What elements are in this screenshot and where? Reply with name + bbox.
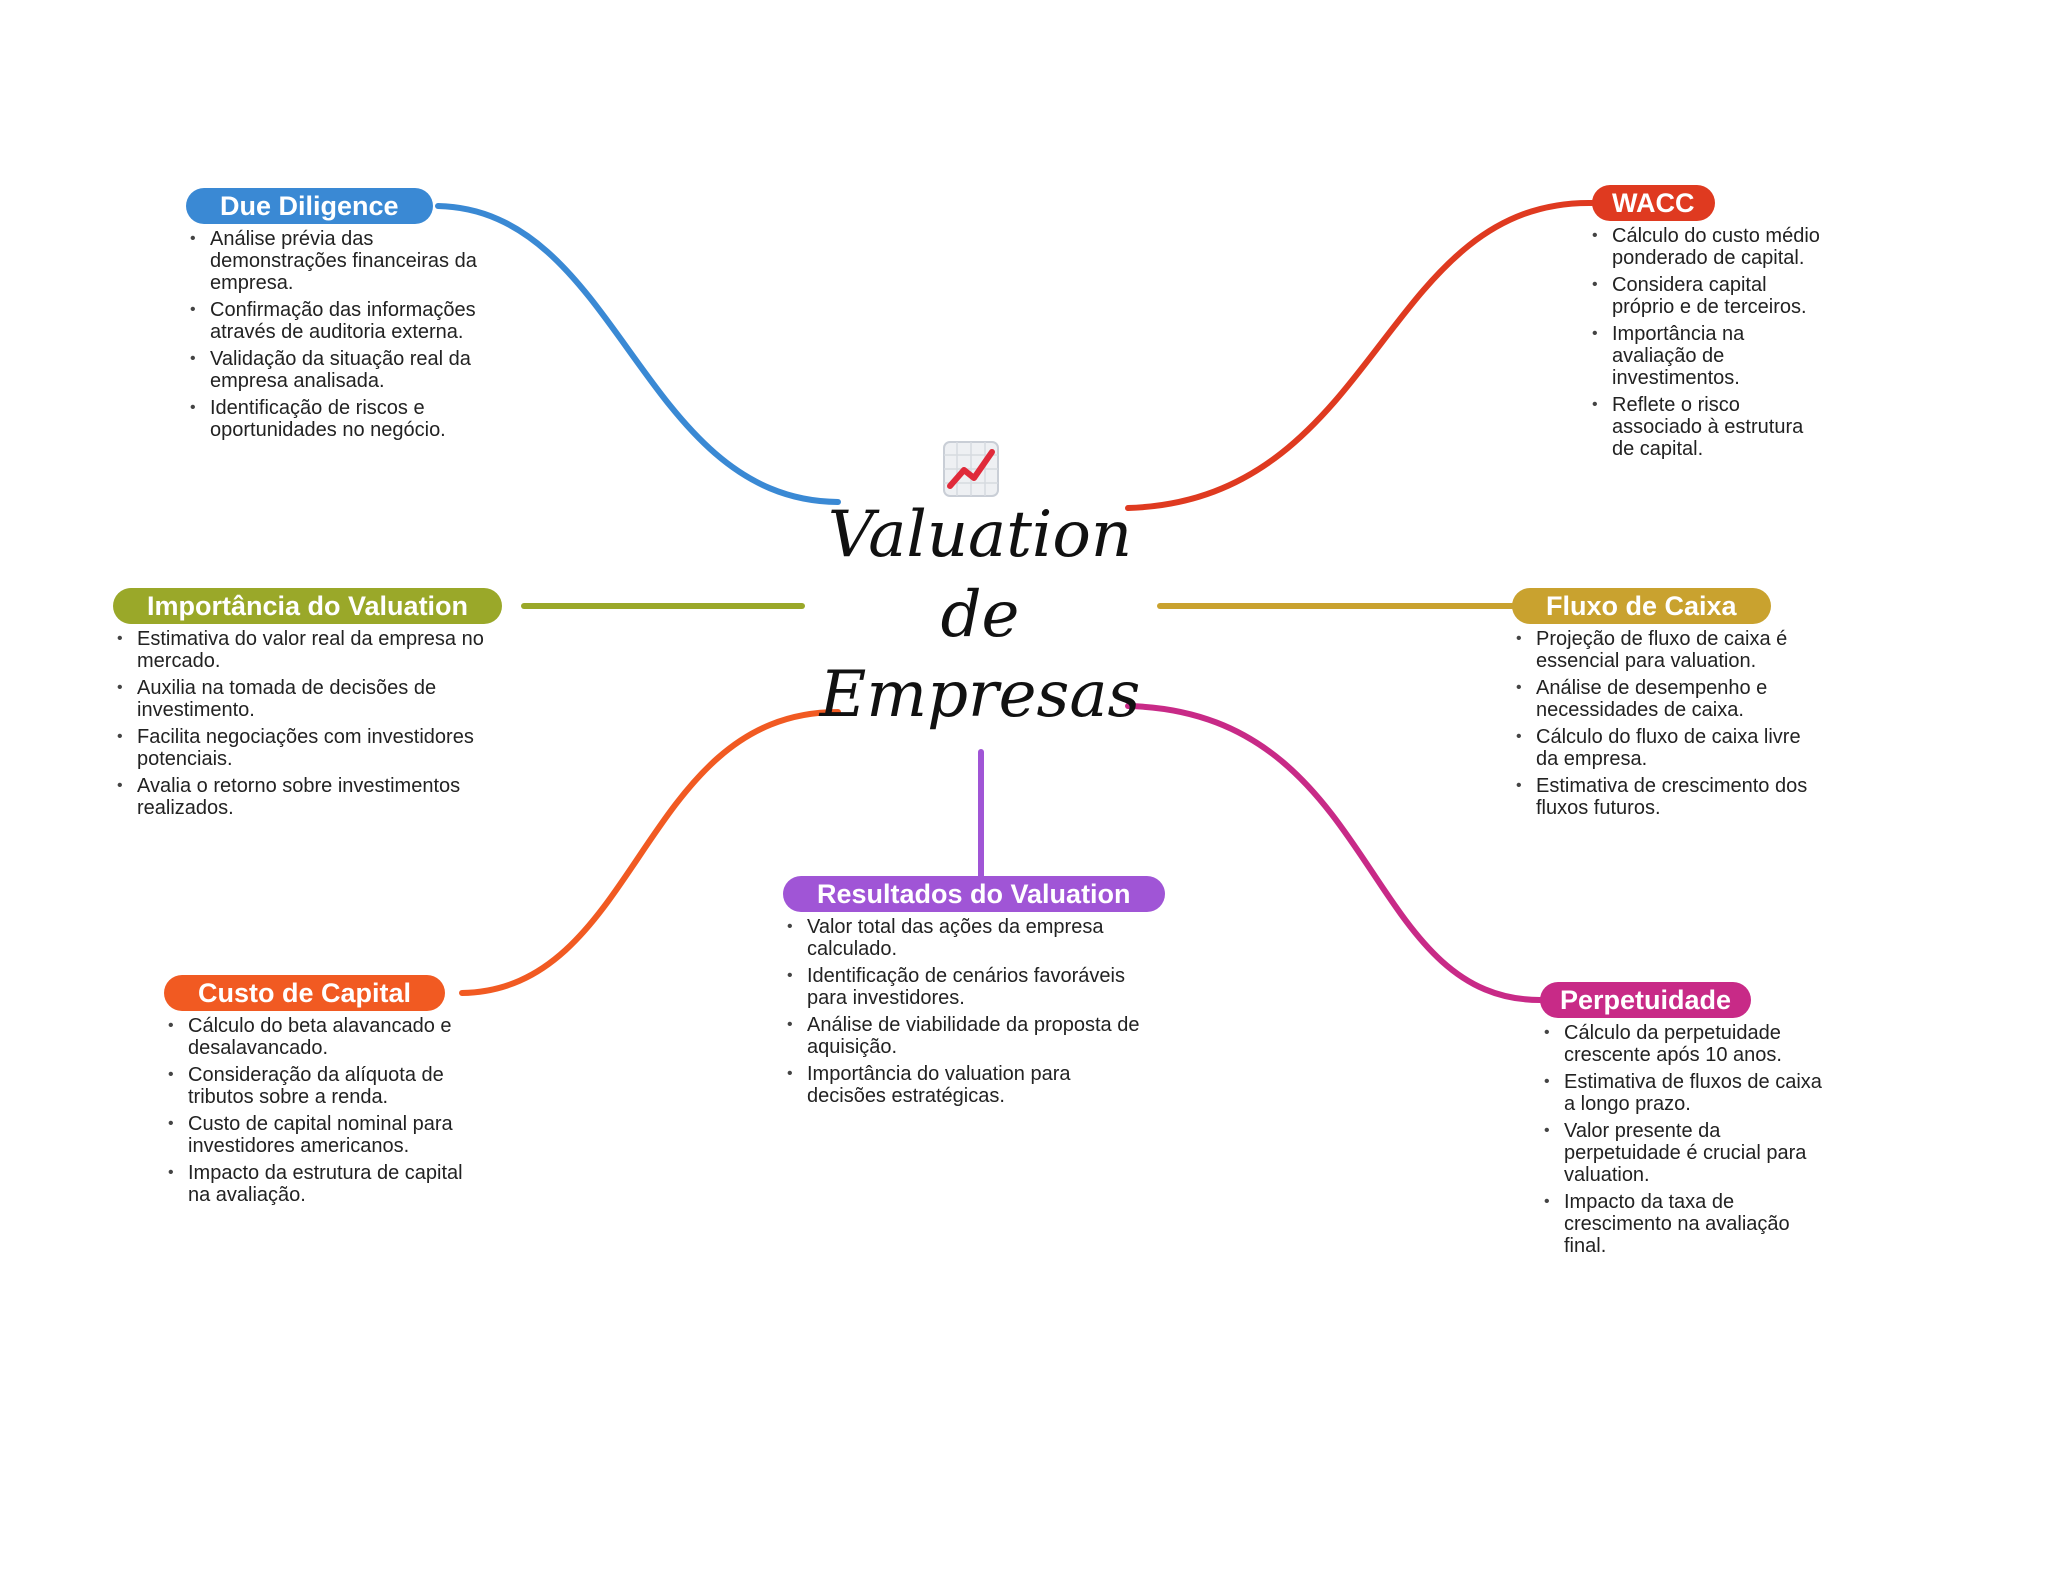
list-item: Valor presente da perpetuidade é crucial… [1540,1120,1830,1186]
topic-perpetuidade[interactable]: Perpetuidade [1540,982,1752,1018]
list-item: Impacto da estrutura de capital na avali… [164,1162,484,1206]
list-item: Importância do valuation para decisões e… [783,1063,1143,1107]
branch-importancia: Importância do Valuation Estimativa do v… [113,588,503,824]
connector-perpetuidade [1125,703,1543,1003]
list-item: Projeção de fluxo de caixa é essencial p… [1512,628,1812,672]
topic-resultados[interactable]: Resultados do Valuation [783,876,1165,912]
branch-due-diligence: Due Diligence Análise prévia das demonst… [186,188,486,446]
list-item: Auxilia na tomada de decisões de investi… [113,677,493,721]
topic-resultados-items: Valor total das ações da empresa calcula… [783,916,1143,1107]
list-item: Validação da situação real da empresa an… [186,348,486,392]
list-item: Análise de desempenho e necessidades de … [1512,677,1812,721]
topic-custo-capital-items: Cálculo do beta alavancado e desalavanca… [164,1015,484,1206]
central-topic: Valuation de Empresas [810,495,1150,735]
list-item: Custo de capital nominal para investidor… [164,1113,484,1157]
list-item: Cálculo do custo médio ponderado de capi… [1588,225,1822,269]
chart-increasing-icon [943,441,999,497]
branch-wacc: WACC Cálculo do custo médio ponderado de… [1592,185,1822,465]
topic-importancia-items: Estimativa do valor real da empresa no m… [113,628,493,819]
list-item: Facilita negociações com investidores po… [113,726,493,770]
branch-custo-capital: Custo de Capital Cálculo do beta alavanc… [164,975,484,1211]
topic-importancia[interactable]: Importância do Valuation [113,588,503,624]
topic-perpetuidade-items: Cálculo da perpetuidade crescente após 1… [1540,1022,1830,1257]
list-item: Avalia o retorno sobre investimentos rea… [113,775,493,819]
list-item: Consideração da alíquota de tributos sob… [164,1064,484,1108]
topic-wacc-items: Cálculo do custo médio ponderado de capi… [1588,225,1822,460]
branch-resultados: Resultados do Valuation Valor total das … [783,876,1165,1112]
central-topic-line-2: de [940,578,1020,652]
connector-custo-capital [459,709,841,996]
list-item: Confirmação das informações através de a… [186,299,486,343]
list-item: Análise de viabilidade da proposta de aq… [783,1014,1143,1058]
list-item: Importância na avaliação de investimento… [1588,323,1822,389]
list-item: Estimativa de fluxos de caixa a longo pr… [1540,1071,1830,1115]
list-item: Reflete o risco associado à estrutura de… [1588,394,1822,460]
list-item: Identificação de cenários favoráveis par… [783,965,1143,1009]
list-item: Identificação de riscos e oportunidades … [186,397,486,441]
topic-due-diligence-items: Análise prévia das demonstrações finance… [186,228,486,441]
list-item: Impacto da taxa de crescimento na avalia… [1540,1191,1830,1257]
list-item: Cálculo da perpetuidade crescente após 1… [1540,1022,1830,1066]
central-topic-line-3: Empresas [819,658,1141,732]
central-topic-line-1: Valuation [827,498,1133,572]
topic-custo-capital[interactable]: Custo de Capital [164,975,446,1011]
topic-wacc[interactable]: WACC [1592,185,1715,221]
topic-due-diligence[interactable]: Due Diligence [186,188,433,224]
connector-due-diligence [435,203,841,505]
topic-fluxo-caixa[interactable]: Fluxo de Caixa [1512,588,1771,624]
topic-fluxo-caixa-items: Projeção de fluxo de caixa é essencial p… [1512,628,1812,819]
list-item: Valor total das ações da empresa calcula… [783,916,1143,960]
list-item: Considera capital próprio e de terceiros… [1588,274,1822,318]
branch-perpetuidade: Perpetuidade Cálculo da perpetuidade cre… [1540,982,1830,1262]
list-item: Cálculo do fluxo de caixa livre da empre… [1512,726,1812,770]
branch-fluxo-caixa: Fluxo de Caixa Projeção de fluxo de caix… [1512,588,1812,824]
list-item: Cálculo do beta alavancado e desalavanca… [164,1015,484,1059]
list-item: Estimativa do valor real da empresa no m… [113,628,493,672]
connector-wacc [1125,199,1595,511]
list-item: Análise prévia das demonstrações finance… [186,228,486,294]
list-item: Estimativa de crescimento dos fluxos fut… [1512,775,1812,819]
